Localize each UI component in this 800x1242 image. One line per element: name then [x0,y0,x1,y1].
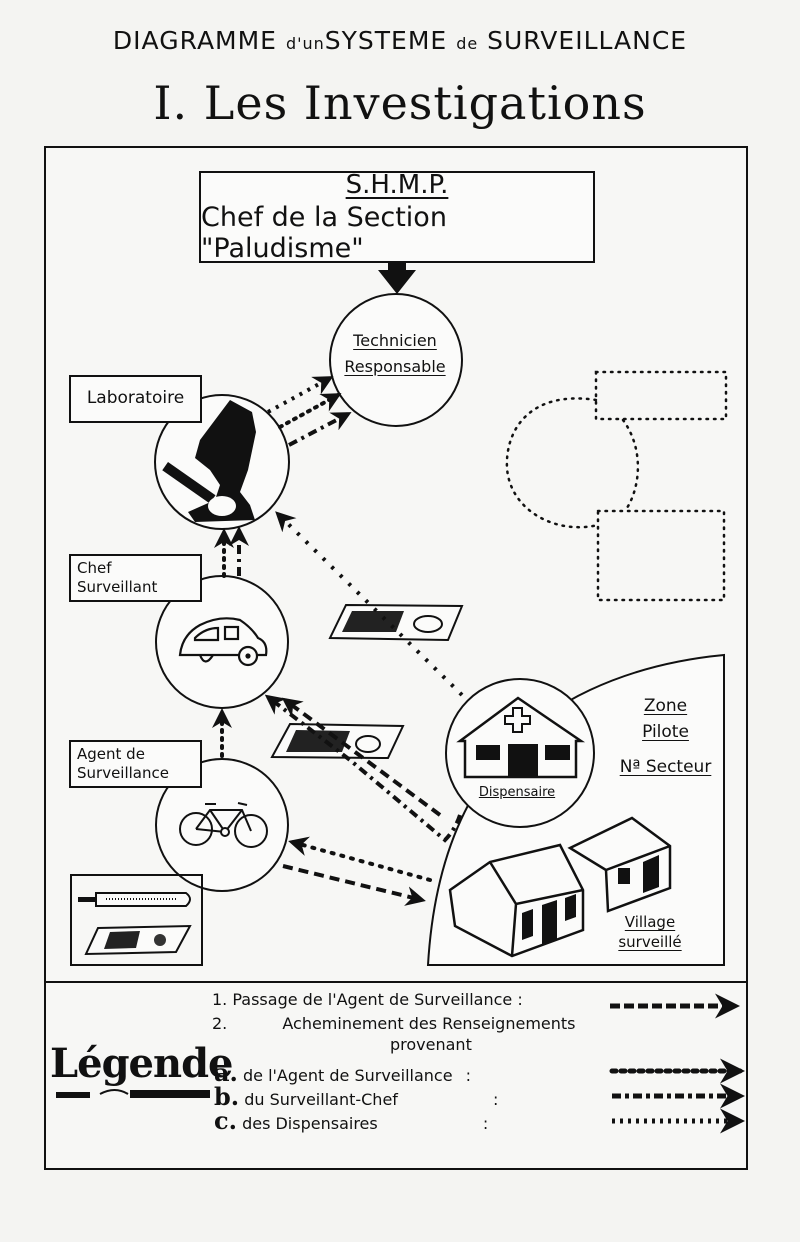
laboratoire-text: Laboratoire [86,388,185,409]
placeholder-circle-arc [505,397,600,529]
supertitle-word: DIAGRAMME [112,26,277,55]
technicien-circle [329,293,463,427]
village-label: Village surveillé [595,912,705,953]
zone-sector: Nª Secteur [619,757,712,777]
car-icon [178,617,268,667]
placeholder-box-bottom [596,509,726,602]
legend-separator: : [465,1066,472,1085]
chef-line: Chef [77,559,112,578]
placeholder-circle-arc [621,418,640,513]
microscope-icon [162,400,256,522]
supertitle-word: SURVEILLANCE [487,26,688,55]
legend-letter: c. [214,1106,237,1135]
dotted-placeholder-group [505,370,728,602]
legend-text: Passage de l'Agent de Surveillance : [232,990,523,1009]
flow-arrow-chef-return [264,694,462,843]
flow-arrow-dispensaires-to-technicien [267,376,334,414]
village-line: Village [624,913,676,931]
zone-line: Zone [643,696,688,716]
blood-slide-icon [84,924,192,956]
shmp-down-arrow [378,263,416,294]
dispensary-building-icon [456,696,586,779]
legend-text: du Surveillant-Chef [244,1090,398,1109]
legend-title: Légende [50,1040,233,1087]
diagram-title: I. Les Investigations [153,76,647,130]
legend-number: 1. [212,990,228,1009]
supertitle-word: d'un [285,34,325,53]
legend-letter: b. [214,1082,240,1111]
flow-arrow-agent-passage [282,864,426,906]
blood-slide-card [328,603,464,642]
legend-item-1: 1. Passage de l'Agent de Surveillance : [212,990,523,1009]
technicien-line: Technicien [353,331,437,350]
placeholder-box-top [594,370,728,421]
technicien-label: Technicien Responsable [330,328,460,379]
flow-arrow-agent-return [288,836,432,882]
flow-arrow-agent-to-technicien [278,393,342,429]
agent-line: Surveillance [77,764,169,782]
legend-item-b: b. du Surveillant-Chef : [214,1082,498,1111]
legend-text: de l'Agent de Surveillance [243,1066,453,1085]
thermometer-icon [78,892,191,907]
dispensaire-label: Dispensaire [478,785,556,800]
zone-line: Pilote [642,721,689,742]
flow-arrow-chef-to-technicien [288,412,352,447]
bicycle-icon [179,802,268,848]
legend-separator: : [482,1114,489,1133]
legend-letter: a. [214,1058,238,1087]
legend-separator: : [493,1090,499,1109]
chef-surveillant-label: Chef Surveillant [69,554,202,602]
village-line: surveillé [618,933,682,952]
legend-item-2: 2. Acheminement des Renseignements [212,1014,576,1033]
chef-line: Surveillant [77,578,158,596]
agent-surveillance-label: Agent de Surveillance [69,740,202,788]
legend-item-a: a. de l'Agent de Surveillance : [214,1058,471,1087]
zone-pilote-label: Zone Pilote Nª Secteur [608,694,723,781]
blood-slide-card [270,722,405,760]
legend-divider [44,981,748,983]
legend-item-2-continued: provenant [390,1035,472,1054]
shmp-acronym: S.H.M.P. [345,170,449,200]
village-houses-icon [448,816,672,958]
shmp-subtitle: Chef de la Section "Paludisme" [201,202,447,264]
agent-kit-box [70,874,203,966]
shmp-box: S.H.M.P. Chef de la Section "Paludisme" [199,170,595,264]
agent-line: Agent de [77,745,145,764]
legend-item-c: c. des Dispensaires : [214,1106,488,1135]
legend-text: des Dispensaires [242,1114,378,1133]
supertitle-word: SYSTEME [324,26,448,55]
legend-pen-icon [56,1089,210,1098]
technicien-line: Responsable [344,356,446,376]
diagram-supertitle: DIAGRAMME d'unSYSTEME de SURVEILLANCE [0,26,800,55]
supertitle-word: de [456,34,479,53]
agent-circle [155,758,289,892]
legend-number: 2. [212,1014,228,1033]
legend-text: Acheminement des Renseignements [282,1014,576,1033]
laboratoire-label: Laboratoire [69,375,202,423]
flow-arrow-chef-route [281,697,442,817]
